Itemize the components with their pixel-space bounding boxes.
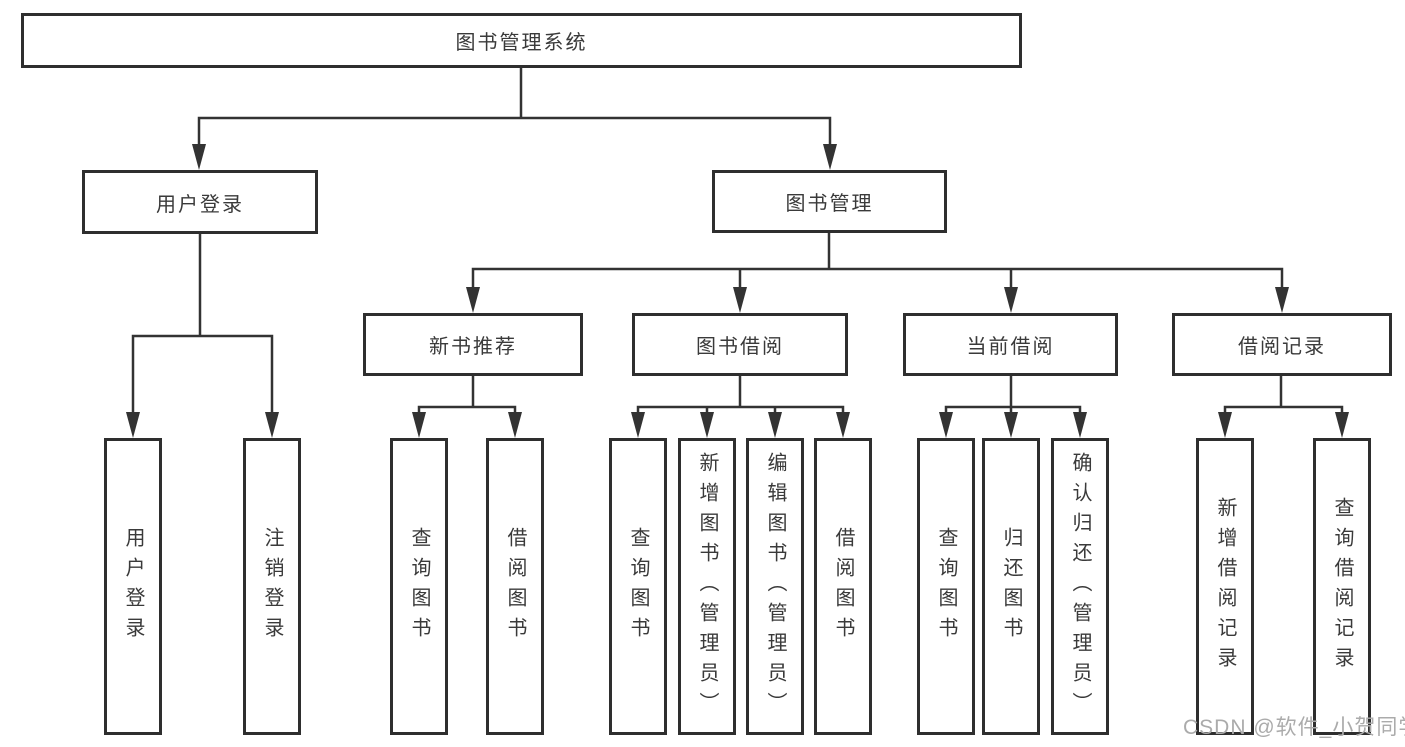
arrow-down-icon xyxy=(1335,412,1349,438)
leaf-return-books: 归还图书 xyxy=(982,438,1040,735)
leaf-borrow-books-borrow: 借阅图书 xyxy=(814,438,872,735)
arrow-down-icon xyxy=(192,144,206,170)
node-label: 编辑图书（管理员） xyxy=(764,451,786,722)
node-label: 查询图书 xyxy=(408,526,430,647)
node-label: 图书管理系统 xyxy=(455,32,588,54)
leaf-user-login: 用户登录 xyxy=(104,438,162,735)
node-label: 新增借阅记录 xyxy=(1214,496,1236,677)
watermark: CSDN @软件_小贺同学 xyxy=(1183,716,1405,739)
edge-user-login-cross xyxy=(131,334,274,414)
leaf-logout: 注销登录 xyxy=(243,438,301,735)
arrow-down-icon xyxy=(1004,412,1018,438)
node-label: 查询图书 xyxy=(935,526,957,647)
arrow-down-icon xyxy=(1218,412,1232,438)
node-user-login: 用户登录 xyxy=(82,170,318,234)
node-label: 借阅图书 xyxy=(832,526,854,647)
arrow-down-icon xyxy=(700,412,714,438)
leaf-edit-book-admin: 编辑图书（管理员） xyxy=(746,438,804,735)
leaf-query-books-recommend: 查询图书 xyxy=(390,438,448,735)
node-new-book-recommendation: 新书推荐 xyxy=(363,313,583,376)
arrow-down-icon xyxy=(126,412,140,438)
node-label: 新书推荐 xyxy=(429,336,517,358)
edge-root-cross xyxy=(197,116,832,146)
leaf-confirm-return-admin: 确认归还（管理员） xyxy=(1051,438,1109,735)
leaf-query-borrow-record: 查询借阅记录 xyxy=(1313,438,1371,735)
arrow-down-icon xyxy=(508,412,522,438)
node-label: 当前借阅 xyxy=(966,336,1055,358)
arrow-down-icon xyxy=(733,287,747,313)
node-label: 查询图书 xyxy=(627,526,649,647)
node-book-borrowing: 图书借阅 xyxy=(632,313,848,376)
leaf-query-books-current: 查询图书 xyxy=(917,438,975,735)
node-label: 图书管理 xyxy=(785,193,874,215)
arrow-down-icon xyxy=(1275,287,1289,313)
node-book-management: 图书管理 xyxy=(712,170,947,233)
edge-book-borrow-cross xyxy=(636,405,845,414)
arrow-down-icon xyxy=(939,412,953,438)
node-label: 借阅记录 xyxy=(1238,336,1326,358)
leaf-borrow-books-recommend: 借阅图书 xyxy=(486,438,544,735)
node-label: 注销登录 xyxy=(261,526,283,647)
node-borrowing-records: 借阅记录 xyxy=(1172,313,1392,376)
node-system-root: 图书管理系统 xyxy=(21,13,1022,68)
arrow-down-icon xyxy=(412,412,426,438)
arrow-down-icon xyxy=(265,412,279,438)
edge-current-borrow-cross xyxy=(944,405,1082,414)
node-current-borrowing: 当前借阅 xyxy=(903,313,1118,376)
node-label: 借阅图书 xyxy=(504,526,526,647)
arrow-down-icon xyxy=(823,144,837,170)
node-label: 归还图书 xyxy=(1000,526,1022,647)
edge-new-book-cross xyxy=(417,405,517,414)
node-label: 查询借阅记录 xyxy=(1331,496,1353,677)
arrow-down-icon xyxy=(631,412,645,438)
node-label: 新增图书（管理员） xyxy=(696,451,718,722)
leaf-query-books-borrow: 查询图书 xyxy=(609,438,667,735)
arrow-down-icon xyxy=(768,412,782,438)
arrow-down-icon xyxy=(1073,412,1087,438)
node-label: 用户登录 xyxy=(156,193,244,216)
arrow-down-icon xyxy=(466,287,480,313)
edge-borrow-record-cross xyxy=(1223,405,1344,414)
arrow-down-icon xyxy=(836,412,850,438)
node-label: 确认归还（管理员） xyxy=(1069,451,1091,722)
arrow-down-icon xyxy=(1004,287,1018,313)
node-label: 用户登录 xyxy=(122,526,144,647)
edge-book-management-cross xyxy=(471,267,1284,289)
node-label: 图书借阅 xyxy=(696,336,784,358)
leaf-add-borrow-record: 新增借阅记录 xyxy=(1196,438,1254,735)
leaf-add-book-admin: 新增图书（管理员） xyxy=(678,438,736,735)
